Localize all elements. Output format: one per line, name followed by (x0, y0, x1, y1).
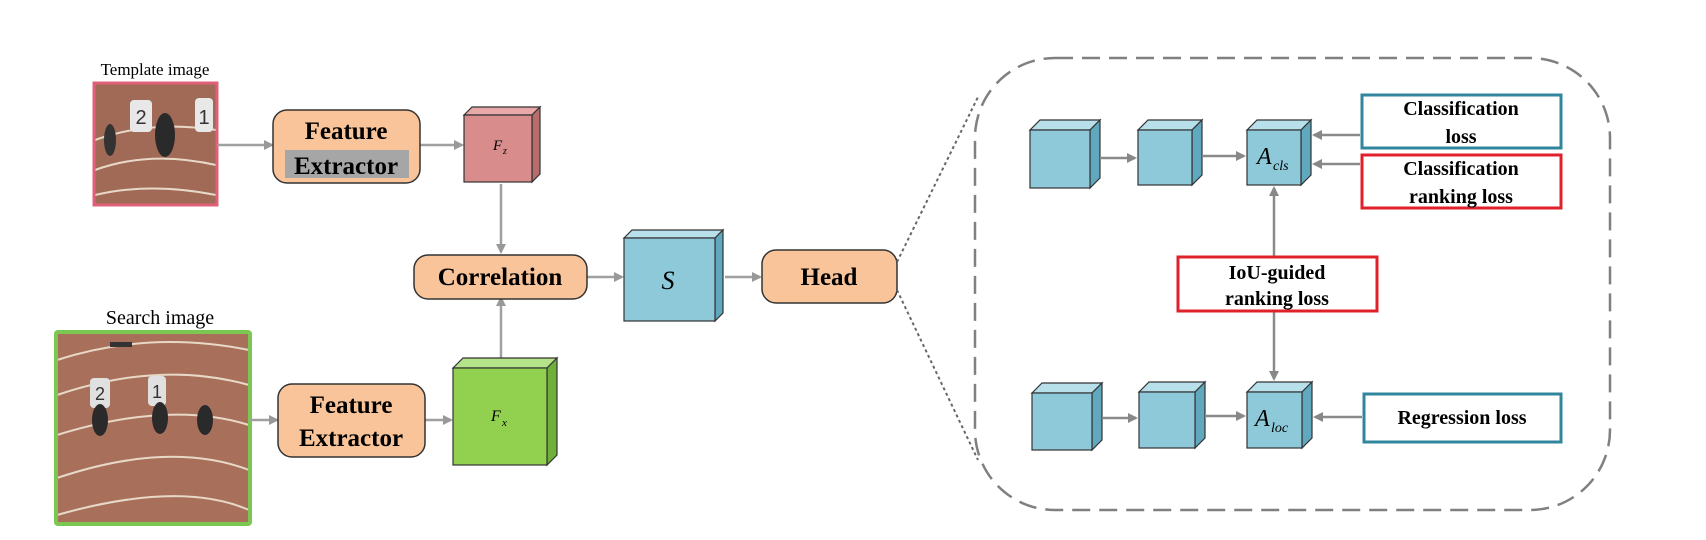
a-cls-cube: A cls (1245, 118, 1313, 187)
feature-extractor-top-line2: Extractor (294, 153, 398, 180)
a-loc-subscript: loc (1271, 421, 1289, 436)
feature-extractor-top: Feature Extractor (272, 109, 421, 184)
svg-text:1: 1 (152, 382, 162, 402)
classification-loss-box: Classification loss (1360, 93, 1563, 150)
fz-label: F (492, 138, 503, 154)
classification-ranking-loss-box: Classification ranking loss (1360, 153, 1563, 210)
fz-cube: F z (462, 105, 542, 184)
classification-ranking-loss-line2: ranking loss (1409, 186, 1513, 208)
search-image: 2 1 (54, 330, 252, 526)
s-cube: S (622, 228, 725, 323)
regression-loss-label: Regression loss (1397, 407, 1526, 429)
cls-branch-cube-1 (1028, 118, 1102, 190)
a-cls-subscript: cls (1273, 159, 1289, 174)
fx-label: F (490, 408, 501, 425)
head-box: Head (761, 249, 898, 304)
loc-branch-cube-1 (1030, 381, 1104, 452)
a-loc-label: A (1253, 406, 1270, 432)
a-loc-cube: A loc (1245, 380, 1314, 450)
feature-extractor-bottom-line2: Extractor (299, 425, 403, 452)
classification-loss-line1: Classification (1403, 98, 1519, 120)
svg-text:2: 2 (95, 384, 105, 404)
regression-loss-box: Regression loss (1362, 392, 1563, 444)
fx-cube: F x (451, 356, 559, 467)
fz-subscript: z (502, 146, 507, 157)
loc-branch-cube-2 (1137, 380, 1207, 450)
iou-guided-line2: ranking loss (1225, 288, 1329, 310)
head-label: Head (801, 264, 858, 291)
a-cls-label: A (1255, 144, 1272, 170)
correlation-label: Correlation (438, 264, 563, 291)
template-image: 2 1 (92, 81, 219, 207)
head-detail-container (973, 56, 1612, 512)
svg-text:1: 1 (198, 107, 209, 129)
correlation-box: Correlation (413, 254, 588, 300)
template-image-label: Template image (101, 60, 210, 79)
iou-guided-ranking-loss-box: IoU-guided ranking loss (1176, 255, 1379, 313)
classification-loss-line2: loss (1445, 126, 1476, 148)
s-label: S (662, 266, 675, 295)
iou-guided-line1: IoU-guided (1229, 262, 1326, 284)
feature-extractor-top-line1: Feature (305, 118, 388, 145)
cls-branch-cube-2 (1136, 118, 1204, 187)
classification-ranking-loss-line1: Classification (1403, 158, 1519, 180)
svg-text:2: 2 (135, 107, 146, 129)
search-image-label: Search image (106, 307, 214, 329)
feature-extractor-bottom: Feature Extractor (277, 383, 426, 458)
feature-extractor-bottom-line1: Feature (310, 392, 393, 419)
fx-subscript: x (501, 417, 507, 429)
